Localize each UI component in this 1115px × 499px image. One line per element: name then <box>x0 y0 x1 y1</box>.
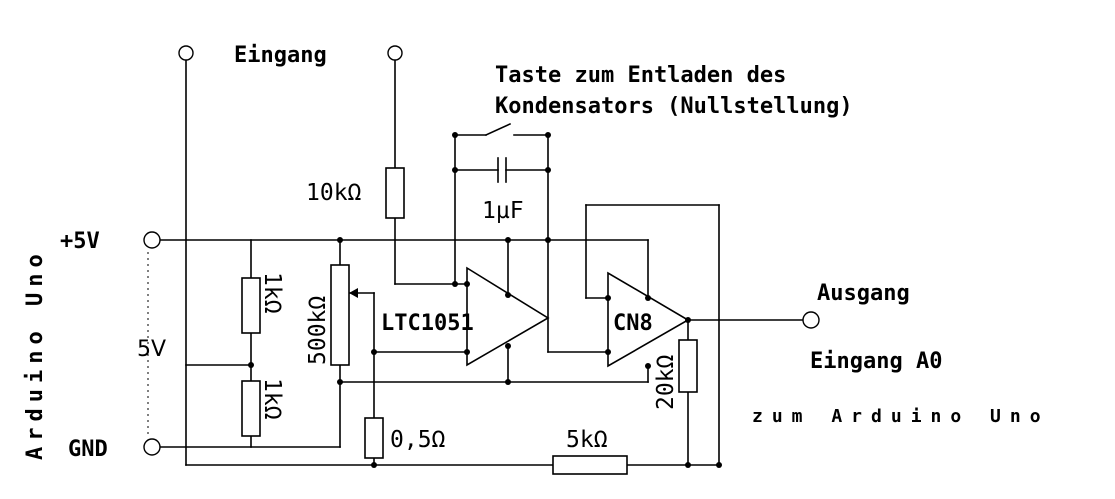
label-ltc1051: LTC1051 <box>381 311 474 336</box>
switch-lever <box>484 122 512 137</box>
label-5k: 5kΩ <box>566 427 608 453</box>
terminal-eingang <box>387 45 403 61</box>
label-20k: 20kΩ <box>653 354 679 410</box>
capacitor-1uf <box>497 157 507 183</box>
wires <box>147 59 804 466</box>
label-eingang-top: Eingang <box>234 43 327 68</box>
resistor-1k-upper <box>241 277 261 334</box>
terminal-input-left <box>178 45 194 61</box>
label-5v: 5V <box>137 337 166 362</box>
label-zum-arduino: zum Arduino Uno <box>752 406 1050 427</box>
label-cn8: CN8 <box>613 311 653 336</box>
pot-wiper-arrow <box>349 288 358 298</box>
label-gnd: GND <box>68 437 108 462</box>
resistor-20k <box>678 339 698 393</box>
resistor-1k-lower <box>241 380 261 437</box>
label-0-5: 0,5Ω <box>390 427 446 453</box>
label-500k: 500kΩ <box>305 296 331 365</box>
label-eingang-a0: Eingang A0 <box>810 349 942 374</box>
label-plus5v: +5V <box>60 229 100 254</box>
resistor-10k <box>385 167 405 219</box>
label-arduino-uno: Arduino Uno <box>23 248 48 460</box>
label-taste-line1: Taste zum Entladen des <box>495 63 786 88</box>
terminal-ausgang <box>802 311 820 329</box>
label-taste-line2: Kondensators (Nullstellung) <box>495 94 853 119</box>
resistor-5k <box>552 455 628 475</box>
discharge-switch <box>484 122 512 137</box>
label-ausgang: Ausgang <box>817 281 910 306</box>
label-1k-upper: 1kΩ <box>259 272 285 314</box>
potentiometer-500k <box>330 264 350 366</box>
junction-dots <box>248 132 722 468</box>
terminal-gnd <box>143 438 161 456</box>
resistor-0-5 <box>364 417 384 459</box>
label-1uf: 1µF <box>482 198 524 224</box>
terminal-plus5v <box>143 231 161 249</box>
label-1k-lower: 1kΩ <box>259 378 285 420</box>
label-10k: 10kΩ <box>306 180 362 206</box>
